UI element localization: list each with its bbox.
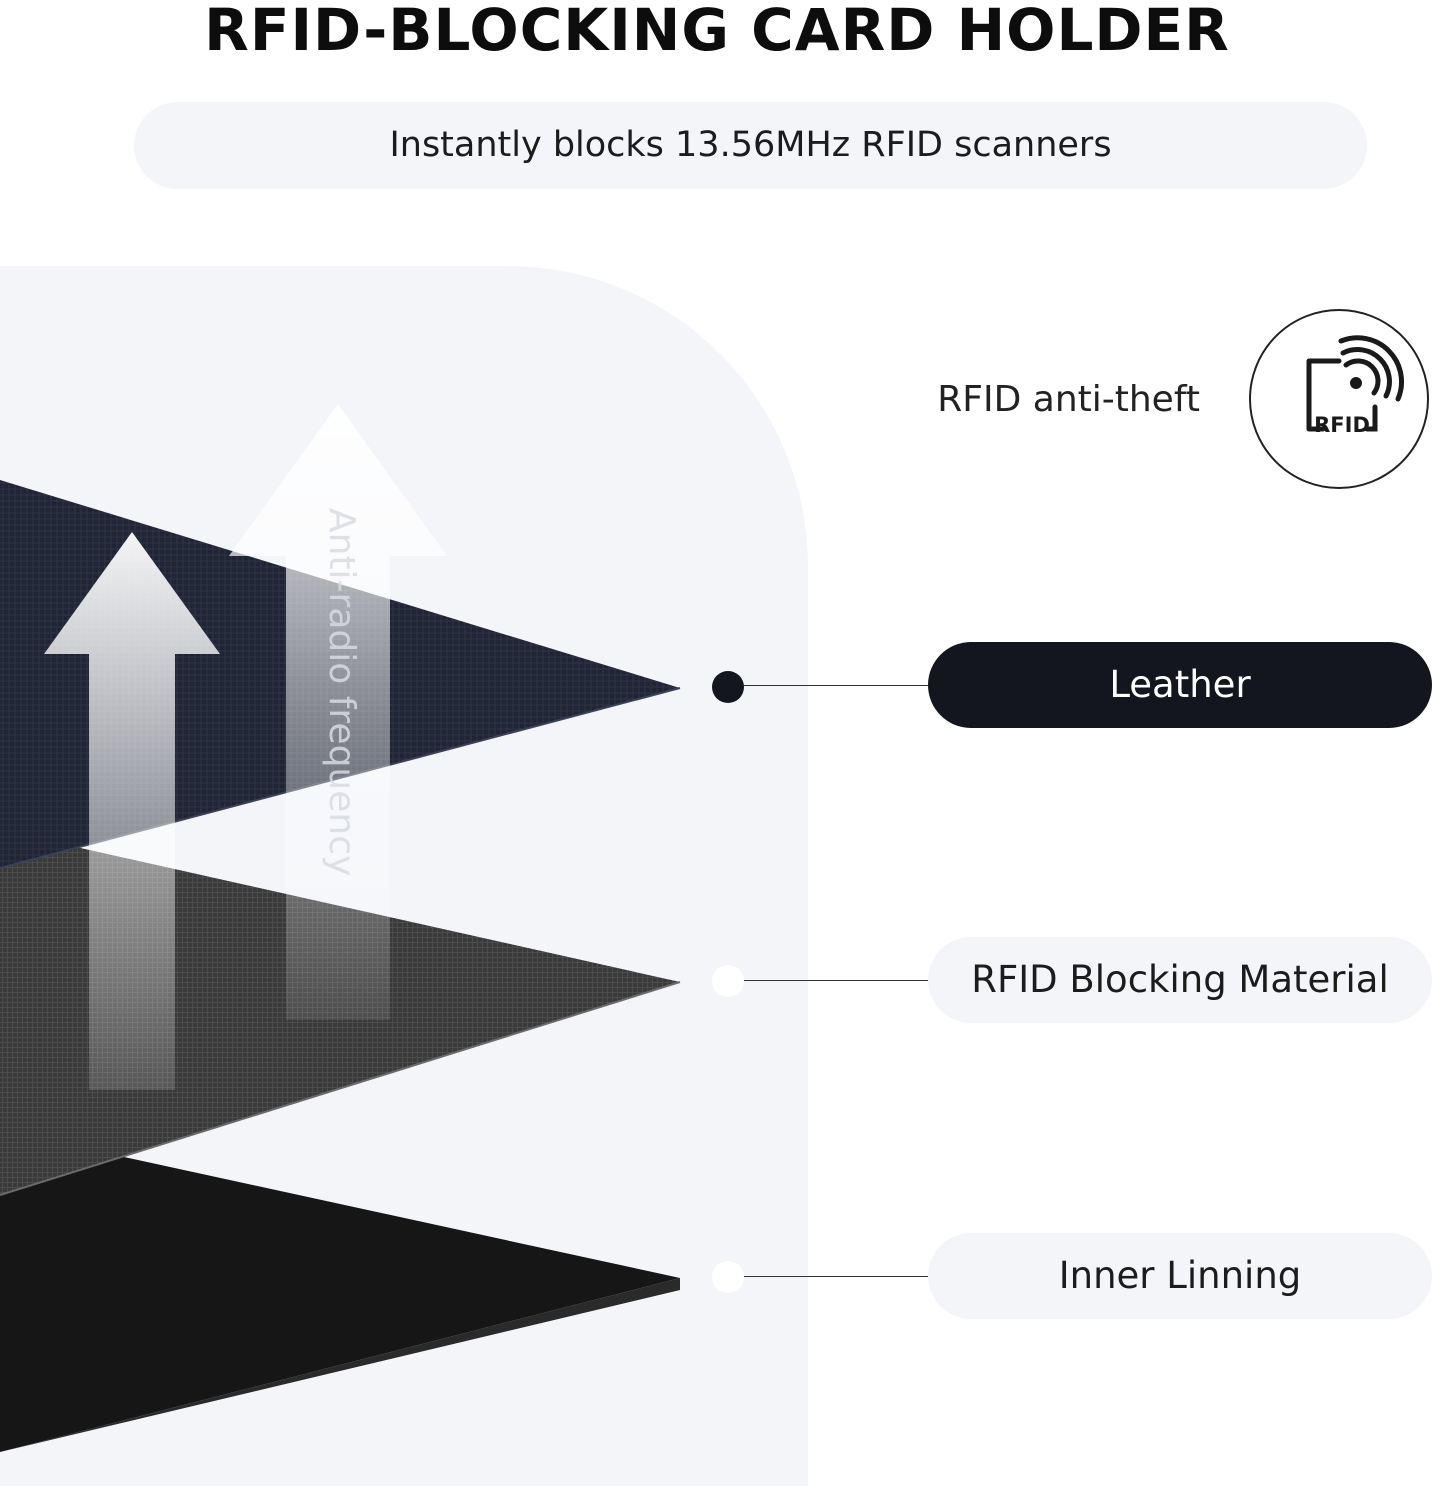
inner-lining-marker-dot	[712, 1261, 744, 1293]
blocking-material-label: RFID Blocking Material	[928, 937, 1432, 1023]
rfid-badge-text: RFID	[1314, 413, 1370, 437]
rfid-signal-icon: RFID	[1306, 335, 1404, 437]
feature-label: RFID anti-theft	[937, 379, 1200, 420]
arrow-text-tall: Anti-radio frequency	[321, 508, 362, 876]
leather-marker-dot	[712, 671, 744, 703]
leather-label: Leather	[928, 642, 1432, 728]
inner-lining-label: Inner Linning	[928, 1233, 1432, 1319]
rfid-badge: RFID	[1249, 309, 1429, 489]
leather-connector	[744, 685, 928, 686]
subtitle-text: Instantly blocks 13.56MHz RFID scanners	[389, 125, 1112, 165]
tall-arrow-icon: Anti-radio frequency	[229, 404, 447, 1020]
blocking-material-connector	[744, 980, 928, 981]
subtitle-banner: Instantly blocks 13.56MHz RFID scanners	[134, 102, 1367, 189]
layer-illustration: Anti-radio frequency	[0, 404, 681, 1452]
short-arrow-icon	[44, 532, 220, 1090]
inner-lining-connector	[744, 1276, 928, 1277]
inner-lining-sheet	[0, 1130, 680, 1452]
page-title: RFID-BLOCKING CARD HOLDER	[204, 0, 1230, 64]
blocking-material-marker-dot	[712, 965, 744, 997]
